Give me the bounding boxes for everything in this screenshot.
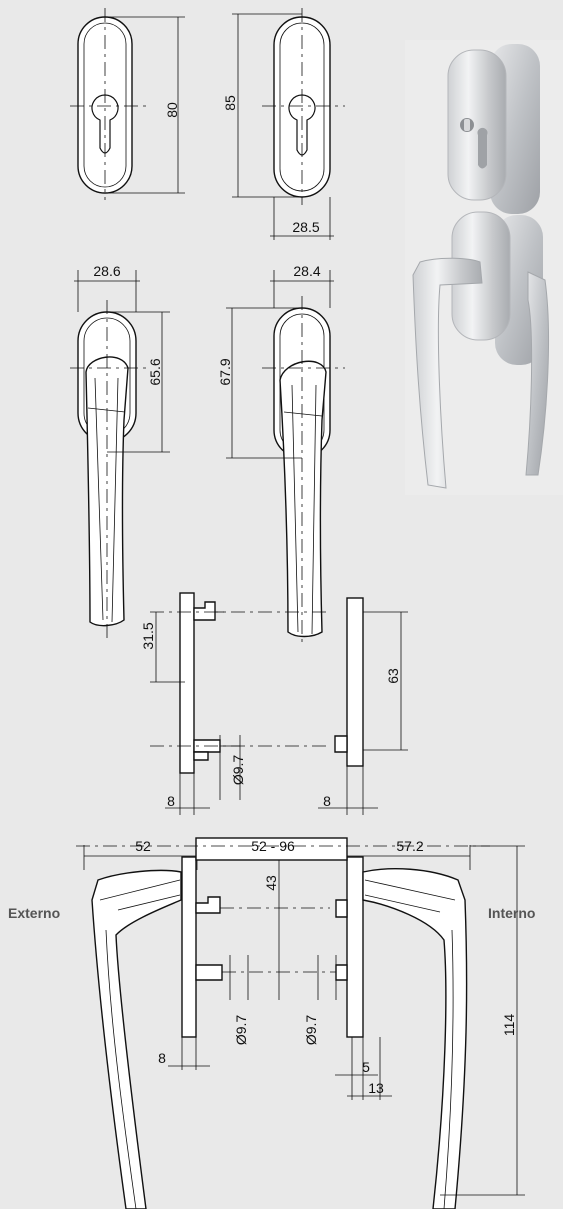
dim-inset-small: 5 (362, 1059, 370, 1075)
dim-int-length: 57.2 (396, 838, 423, 854)
label-externo: Externo (8, 905, 60, 921)
product-photo (405, 40, 563, 495)
dim-rosette-height-b: 85 (222, 95, 238, 111)
dim-rosette-width-b: 28.5 (292, 219, 319, 235)
dim-pin-diameter-right: Ø9.7 (303, 1015, 319, 1046)
rosette-view-left (70, 8, 185, 200)
dim-spindle-offset: 43 (263, 875, 279, 891)
handle-view-left (70, 270, 170, 640)
dim-handle-height-a: 65.6 (147, 358, 163, 385)
dim-ext-length: 52 (135, 838, 151, 854)
dim-door-range: 52 - 96 (251, 838, 295, 854)
dim-handle-height-b: 67.9 (217, 358, 233, 385)
dim-plate-thickness-a: 8 (167, 793, 175, 809)
dim-pin-diameter: Ø9.7 (230, 755, 246, 786)
dim-plate-thickness-b: 8 (323, 793, 331, 809)
plate-side-view-right (318, 597, 408, 815)
label-interno: Interno (488, 905, 535, 921)
dim-handle-drop: 114 (501, 1014, 517, 1037)
rosette-view-right (232, 8, 345, 240)
dim-handle-width-a: 28.6 (93, 263, 120, 279)
dim-pin-diameter-left: Ø9.7 (233, 1015, 249, 1046)
assembly-section (76, 837, 525, 1209)
handle-view-right (226, 270, 345, 645)
dim-inset-13: 13 (368, 1080, 384, 1096)
dim-rosette-height-a: 80 (164, 102, 180, 118)
dim-handle-width-b: 28.4 (293, 263, 320, 279)
dim-plate-thickness-c: 8 (158, 1050, 166, 1066)
dim-screw-spacing: 63 (385, 668, 401, 684)
plate-side-view-left (150, 592, 330, 815)
dim-pin-offset: 31.5 (140, 622, 156, 649)
